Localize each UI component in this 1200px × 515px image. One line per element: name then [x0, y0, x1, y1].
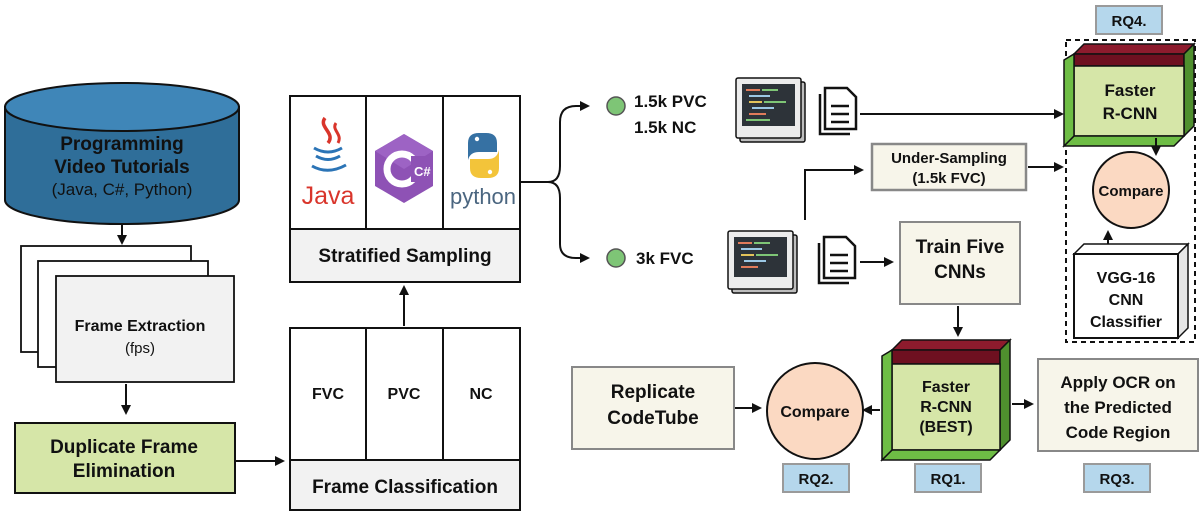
rq4-compare-label: Compare	[1098, 183, 1163, 200]
classification-cell-nc: NC	[469, 386, 493, 403]
sample-top-node: 1.5k PVC 1.5k NC	[606, 92, 707, 137]
ocr-line1: Apply OCR on	[1060, 373, 1175, 392]
sample-bottom-dot	[606, 248, 626, 268]
stratified-sampling-title: Stratified Sampling	[318, 246, 491, 267]
classification-cell-pvc: PVC	[388, 386, 421, 403]
rq1-tag-label: RQ1.	[930, 471, 965, 488]
best-model-line3: (BEST)	[919, 419, 972, 436]
frame-extraction-sublabel: (fps)	[125, 340, 155, 357]
faster-rcnn-box: Faster R-CNN	[1062, 42, 1196, 148]
under-sampling-line1: Under-Sampling	[891, 150, 1007, 167]
document-icon	[818, 86, 858, 136]
rq4-group: Faster R-CNN Compare VGG-16 CNN Classifi…	[1062, 39, 1196, 343]
replicate-codetube-box: Replicate CodeTube	[571, 366, 735, 450]
frame-extraction-label: Frame Extraction	[75, 318, 206, 335]
stratified-sampling-box: Stratified Sampling Java C# python	[289, 95, 521, 283]
sample-top-dot	[606, 96, 626, 116]
vgg-line1: VGG-16	[1097, 270, 1156, 287]
sample-top-line2: 1.5k NC	[634, 118, 696, 137]
train-cnns-line2: CNNs	[934, 262, 986, 283]
best-model-line2: R-CNN	[920, 399, 972, 416]
frame-classification-box: FVC PVC NC Frame Classification	[289, 327, 521, 511]
python-logo-text: python	[450, 184, 516, 209]
csharp-logo-text: C#	[414, 164, 431, 179]
sample-bottom-node: 3k FVC	[606, 248, 694, 268]
document-icon	[817, 235, 857, 285]
compare-label: Compare	[780, 404, 849, 421]
vgg16-box: VGG-16 CNN Classifier	[1072, 242, 1190, 340]
video-tutorials-database: Programming Video Tutorials (Java, C#, P…	[4, 82, 240, 225]
rq3-tag-label: RQ3.	[1099, 471, 1134, 488]
database-subtitle: (Java, C#, Python)	[52, 180, 193, 199]
sample-top-line1: 1.5k PVC	[634, 92, 707, 111]
under-sampling-box: Under-Sampling (1.5k FVC)	[870, 142, 1028, 192]
csharp-logo: C#	[375, 134, 433, 203]
frame-extraction-stack: Frame Extraction (fps)	[20, 245, 235, 383]
faster-rcnn-best-box: Faster R-CNN (BEST)	[880, 338, 1012, 462]
rq4-faster-rcnn-line2: R-CNN	[1103, 104, 1158, 123]
rq3-tag: RQ3.	[1083, 463, 1151, 493]
train-cnns-box: Train Five CNNs	[899, 221, 1021, 305]
monitor-icon	[735, 77, 806, 143]
apply-ocr-box: Apply OCR on the Predicted Code Region	[1037, 358, 1199, 452]
python-logo: python	[450, 133, 516, 209]
duplicate-elimination-box: Duplicate Frame Elimination	[14, 422, 236, 494]
frame-classification-title: Frame Classification	[312, 477, 498, 498]
ocr-line2: the Predicted	[1064, 398, 1172, 417]
rq4-tag-label: RQ4.	[1111, 13, 1146, 30]
monitor-icon	[727, 230, 798, 294]
rq4-faster-rcnn-line1: Faster	[1104, 81, 1155, 100]
duplicate-elimination-line2: Elimination	[73, 461, 175, 482]
vgg-line2: CNN	[1109, 292, 1144, 309]
train-cnns-line1: Train Five	[916, 237, 1005, 258]
rq1-tag: RQ1.	[914, 463, 982, 493]
classification-cell-fvc: FVC	[312, 386, 344, 403]
ocr-line3: Code Region	[1066, 423, 1171, 442]
rq2-tag: RQ2.	[782, 463, 850, 493]
replicate-line1: Replicate	[611, 382, 695, 403]
database-title-line1: Programming	[60, 134, 184, 155]
rq4-tag: RQ4.	[1095, 5, 1163, 35]
rq2-tag-label: RQ2.	[798, 471, 833, 488]
vgg-line3: Classifier	[1090, 314, 1162, 331]
java-logo: Java	[302, 116, 355, 210]
best-model-line1: Faster	[922, 379, 970, 396]
rq4-compare-circle: Compare	[1092, 151, 1170, 229]
compare-circle: Compare	[766, 362, 864, 460]
java-logo-text: Java	[302, 182, 355, 210]
database-title-line2: Video Tutorials	[54, 157, 190, 178]
database-icon	[4, 82, 240, 225]
sample-bottom-label: 3k FVC	[636, 249, 694, 268]
duplicate-elimination-line1: Duplicate Frame	[50, 437, 198, 458]
under-sampling-line2: (1.5k FVC)	[912, 170, 985, 187]
replicate-line2: CodeTube	[607, 408, 698, 429]
